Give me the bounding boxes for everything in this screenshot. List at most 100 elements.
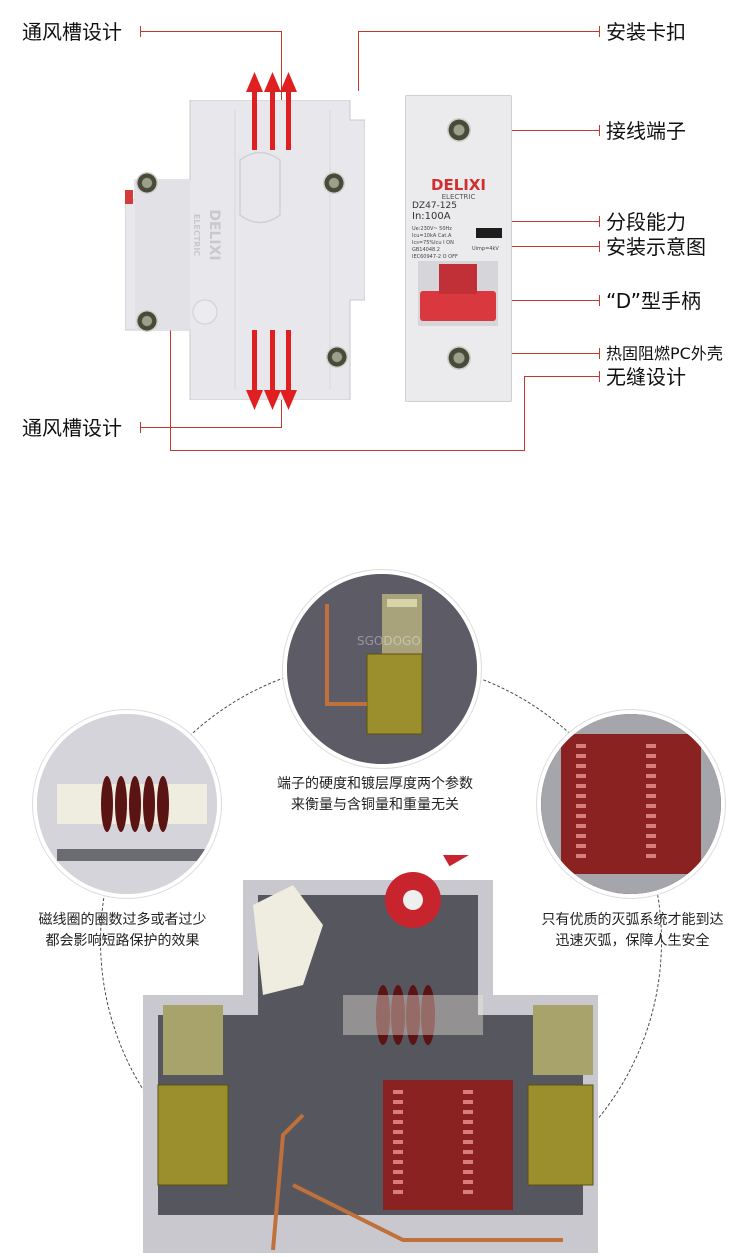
arc-chute-slot (576, 824, 586, 828)
leader-line-diagram (470, 246, 600, 247)
arc-chute-slot (646, 744, 656, 748)
arc-chute-slot (646, 754, 656, 758)
arc-chute-slot (463, 1150, 473, 1154)
leader-line-vent-bottom-tick (140, 422, 141, 433)
arc-chute-closeup (537, 710, 725, 898)
coil-caption-line-2: 都会影响短路保护的效果 (45, 933, 200, 949)
leader-line-terminal-tick (599, 125, 600, 136)
arc-chute-slot (463, 1130, 473, 1134)
front-brand: DELIXI (431, 176, 486, 194)
arc-chute-slot (463, 1120, 473, 1124)
arc-chute-slot (646, 804, 656, 808)
arc-chute-slot (463, 1090, 473, 1094)
terminal-label: 接线端子 (606, 119, 686, 143)
arrow-up-icon (246, 72, 297, 150)
side-screw-bottom-right (326, 346, 348, 368)
leader-line-vent-top-tick (140, 26, 141, 37)
front-uimp: Uimp=4kV (472, 246, 499, 252)
arc-chute-slot (393, 1130, 403, 1134)
arrow-down-icon (246, 330, 297, 410)
arc-chute-slot (646, 814, 656, 818)
leader-line-handle (460, 300, 600, 301)
leader-line-seamless-bottom (170, 450, 525, 451)
breaking-capacity-box (476, 228, 502, 238)
arc-chute-slot (576, 784, 586, 788)
arc-chute-slot (576, 794, 586, 798)
arc-chute-slot (646, 764, 656, 768)
cutaway-coil (376, 985, 435, 1045)
side-screw-top-right (323, 172, 345, 194)
arc-chute-slot (393, 1190, 403, 1194)
arc-caption-line-1: 只有优质的灭弧系统才能到达 (541, 912, 724, 928)
arc-chute-slot (463, 1160, 473, 1164)
spec-line: IEC60947-2 O OFF (412, 254, 458, 260)
coil-closeup-svg (37, 714, 217, 894)
terminal-closeup: SGODOGO (283, 570, 481, 768)
front-terminal-screw-bottom (447, 346, 471, 370)
breaking-capacity-label: 分段能力 (606, 210, 686, 234)
spec-line: Ue:230V~ 50Hz (412, 226, 452, 232)
front-model: DZ47-125 (412, 201, 457, 211)
arc-chute-slot (646, 844, 656, 848)
vent-label-top: 通风槽设计 (22, 20, 122, 44)
arc-caption-line-2: 迅速灭弧，保障人生安全 (555, 933, 710, 949)
leader-line-vent-bottom (140, 427, 282, 428)
handle-stem (439, 264, 477, 294)
arc-chute-slot (463, 1170, 473, 1174)
side-screw-bottom-left (136, 310, 158, 332)
arc-chute-slot (463, 1190, 473, 1194)
arc-chute-slot (576, 834, 586, 838)
arc-chute-slot (576, 744, 586, 748)
front-brand-sub: ELECTRIC (441, 193, 476, 201)
watermark: SGODOGO (357, 634, 421, 648)
arc-chute-slot (646, 834, 656, 838)
side-brand-logo: DELIXI ELECTRIC (192, 209, 222, 261)
leader-line-clip-tick (599, 26, 600, 37)
arc-chute-closeup-svg (541, 714, 721, 894)
arc-chute-slot (576, 764, 586, 768)
leader-line-seamless-rise (170, 325, 171, 451)
leader-line-terminal (450, 130, 600, 131)
arc-chute-slot (646, 854, 656, 858)
coil-winding (101, 776, 169, 832)
arc-chute-slot (393, 1120, 403, 1124)
arc-chute-slot (393, 1140, 403, 1144)
leader-line-clip-drop (358, 31, 359, 91)
side-screw-top-left (136, 172, 158, 194)
arc-chute-slot (646, 774, 656, 778)
breaker-cutaway-svg (143, 835, 598, 1253)
breaker-side-view (124, 99, 366, 401)
arc-chute-slot (463, 1180, 473, 1184)
arc-chute-slot (393, 1150, 403, 1154)
spec-line: GB14048.2 (412, 247, 440, 253)
clip-label: 安装卡扣 (606, 20, 686, 44)
leader-line-vent-top-drop (281, 31, 282, 106)
arc-chute-slot (393, 1180, 403, 1184)
vent-label-bottom: 通风槽设计 (22, 416, 122, 440)
breaker-side-svg (124, 99, 366, 401)
leader-line-capacity-tick (599, 216, 600, 227)
terminal-caption-line-1: 端子的硬度和镀层厚度两个参数 (277, 776, 473, 792)
breaker-cutaway (143, 835, 598, 1253)
leader-line-capacity (470, 221, 600, 222)
arc-chute-slot (576, 774, 586, 778)
d-handle[interactable] (420, 291, 496, 321)
coil-closeup (33, 710, 221, 898)
vent-arrows-bottom (246, 330, 297, 410)
leader-line-shell-tick (599, 348, 600, 359)
spec-line: Icu=10kA Cat.A (412, 233, 452, 239)
arc-chute-slot (646, 794, 656, 798)
leader-line-handle-tick (599, 295, 600, 306)
coil-caption-line-1: 磁线圈的圈数过多或者过少 (38, 912, 207, 928)
leader-line-seamless-drop (524, 376, 525, 451)
arc-chute-slot (393, 1100, 403, 1104)
arc-chute-slot (646, 784, 656, 788)
handle-label: “D”型手柄 (606, 289, 701, 313)
leader-line-diagram-tick (599, 241, 600, 252)
leader-line-vent-bottom-rise (281, 400, 282, 428)
shell-label: 热固阻燃PC外壳 (606, 344, 723, 363)
leader-line-seamless-tick (599, 371, 600, 382)
seamless-label: 无缝设计 (606, 365, 686, 389)
leader-line-vent-top (140, 31, 282, 32)
